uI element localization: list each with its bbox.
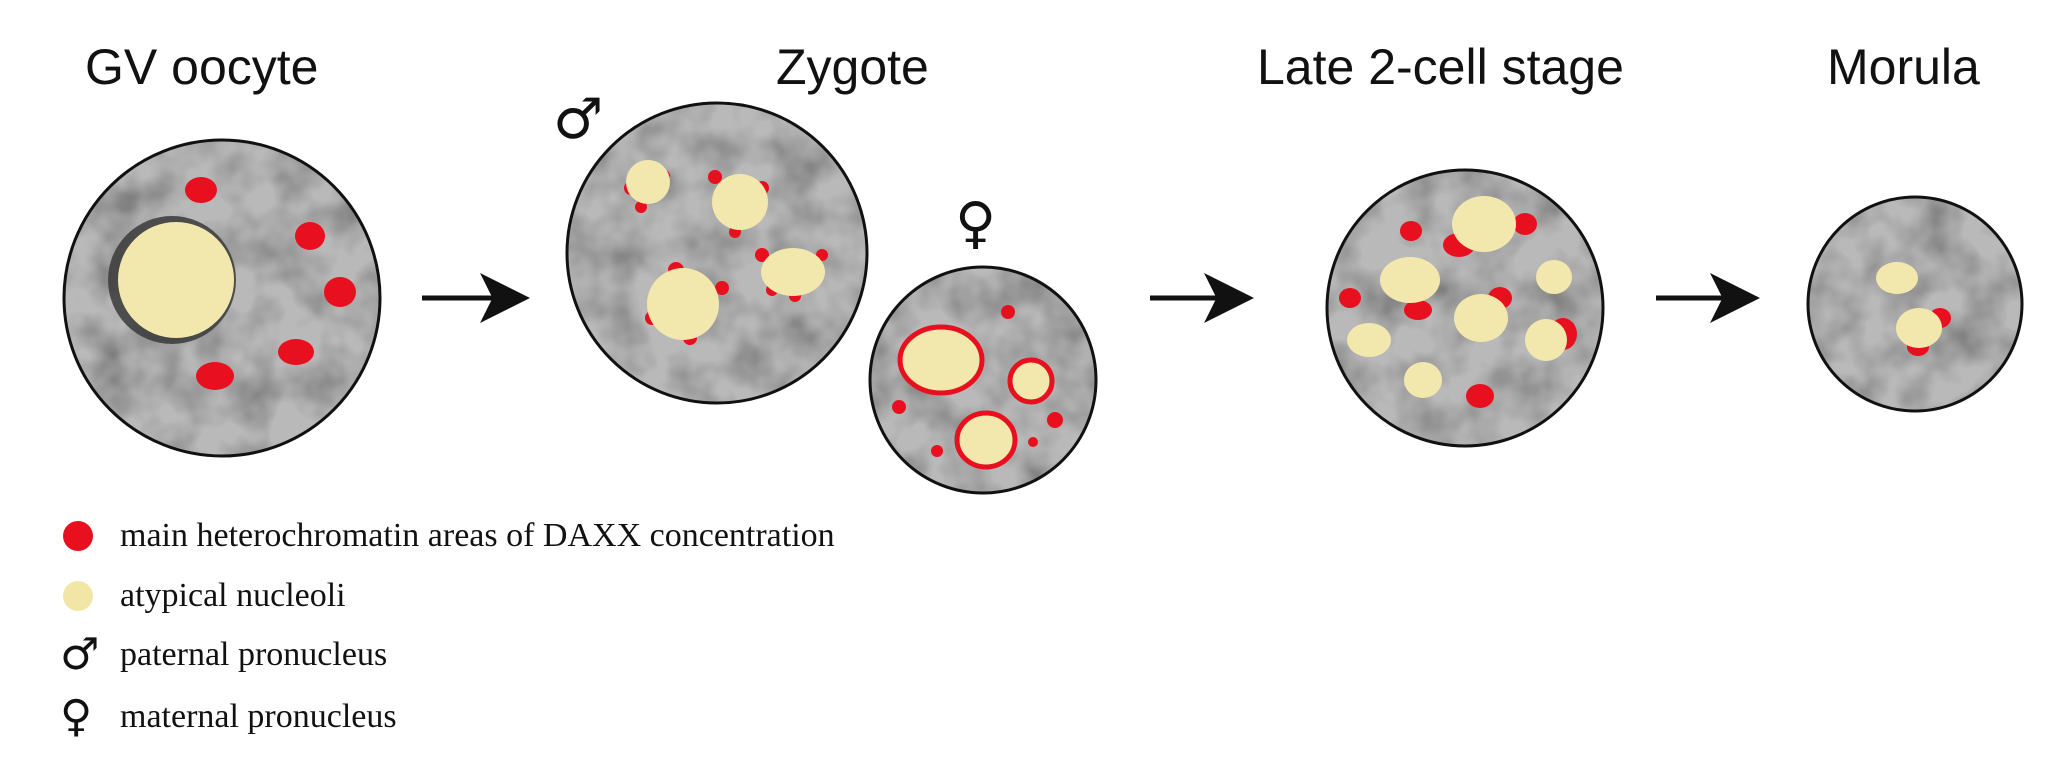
daxx-spot: [1400, 221, 1422, 241]
daxx-spot: [1339, 288, 1361, 308]
legend-label-daxx: main heterochromatin areas of DAXX conce…: [120, 517, 835, 554]
daxx-spot: [196, 362, 234, 390]
nucleolus: [761, 248, 825, 296]
gv-oocyte-cell: [62, 138, 382, 458]
nucleolus: [954, 410, 1018, 470]
daxx-spot: [324, 277, 356, 307]
stage-title-morula: Morula: [1827, 39, 1980, 95]
daxx-spot: [1513, 213, 1537, 235]
legend-label-nucleoli: atypical nucleoli: [120, 577, 346, 614]
stage-title-zygote: Zygote: [776, 39, 929, 95]
nucleolus: [647, 268, 719, 340]
daxx-spot: [816, 249, 828, 261]
daxx-spot: [1047, 412, 1063, 428]
nucleolus: [897, 324, 985, 396]
nucleolus: [1536, 260, 1572, 294]
female-symbol-icon: ♀: [955, 191, 997, 256]
daxx-spot: [1001, 305, 1015, 319]
daxx-spot: [635, 201, 647, 213]
daxx-spot: [715, 281, 729, 295]
nucleolus-swatch-icon: [63, 581, 93, 611]
paternal-pronucleus-cell: [565, 101, 869, 405]
daxx-spot: [755, 248, 769, 262]
nucleolus: [1525, 319, 1567, 361]
maternal-pronucleus-cell: [868, 265, 1098, 495]
male-symbol-icon: ♂: [60, 629, 100, 680]
legend-item-maternal: ♀ maternal pronucleus: [60, 692, 397, 742]
nucleolus: [1007, 357, 1055, 405]
daxx-spot: [931, 445, 943, 457]
legend-item-daxx: main heterochromatin areas of DAXX conce…: [60, 511, 835, 561]
morula-cell: [1806, 195, 2024, 413]
daxx-spot: [278, 339, 314, 365]
nucleolus: [1454, 294, 1508, 342]
daxx-spot: [708, 170, 722, 184]
legend-label-paternal: paternal pronucleus: [120, 636, 388, 673]
nucleolus: [712, 174, 768, 230]
nucleolus: [626, 160, 670, 204]
legend-item-nucleoli: atypical nucleoli: [60, 571, 346, 621]
daxx-spot: [295, 222, 325, 250]
nucleolus: [1876, 262, 1918, 294]
nucleolus: [1347, 323, 1391, 357]
legend-label-maternal: maternal pronucleus: [120, 698, 397, 735]
daxx-spot: [1028, 437, 1038, 447]
daxx-spot: [892, 400, 906, 414]
female-symbol-icon: ♀: [60, 691, 93, 742]
nucleolus: [1380, 257, 1440, 303]
daxx-spot: [1404, 300, 1432, 320]
stage-title-gv-oocyte: GV oocyte: [85, 39, 319, 95]
nucleolus: [1452, 196, 1516, 252]
male-symbol-icon: ♂: [553, 87, 604, 152]
daxx-swatch-icon: [63, 521, 93, 551]
nucleolus: [118, 222, 234, 338]
nucleolus: [1896, 308, 1942, 348]
daxx-spot: [185, 177, 217, 203]
stage-title-late-2-cell: Late 2-cell stage: [1257, 39, 1624, 95]
legend-item-paternal: ♂ paternal pronucleus: [60, 630, 387, 680]
nucleolus: [1404, 362, 1442, 398]
daxx-spot: [1466, 384, 1494, 408]
late-2-cell-cell: [1325, 168, 1605, 448]
